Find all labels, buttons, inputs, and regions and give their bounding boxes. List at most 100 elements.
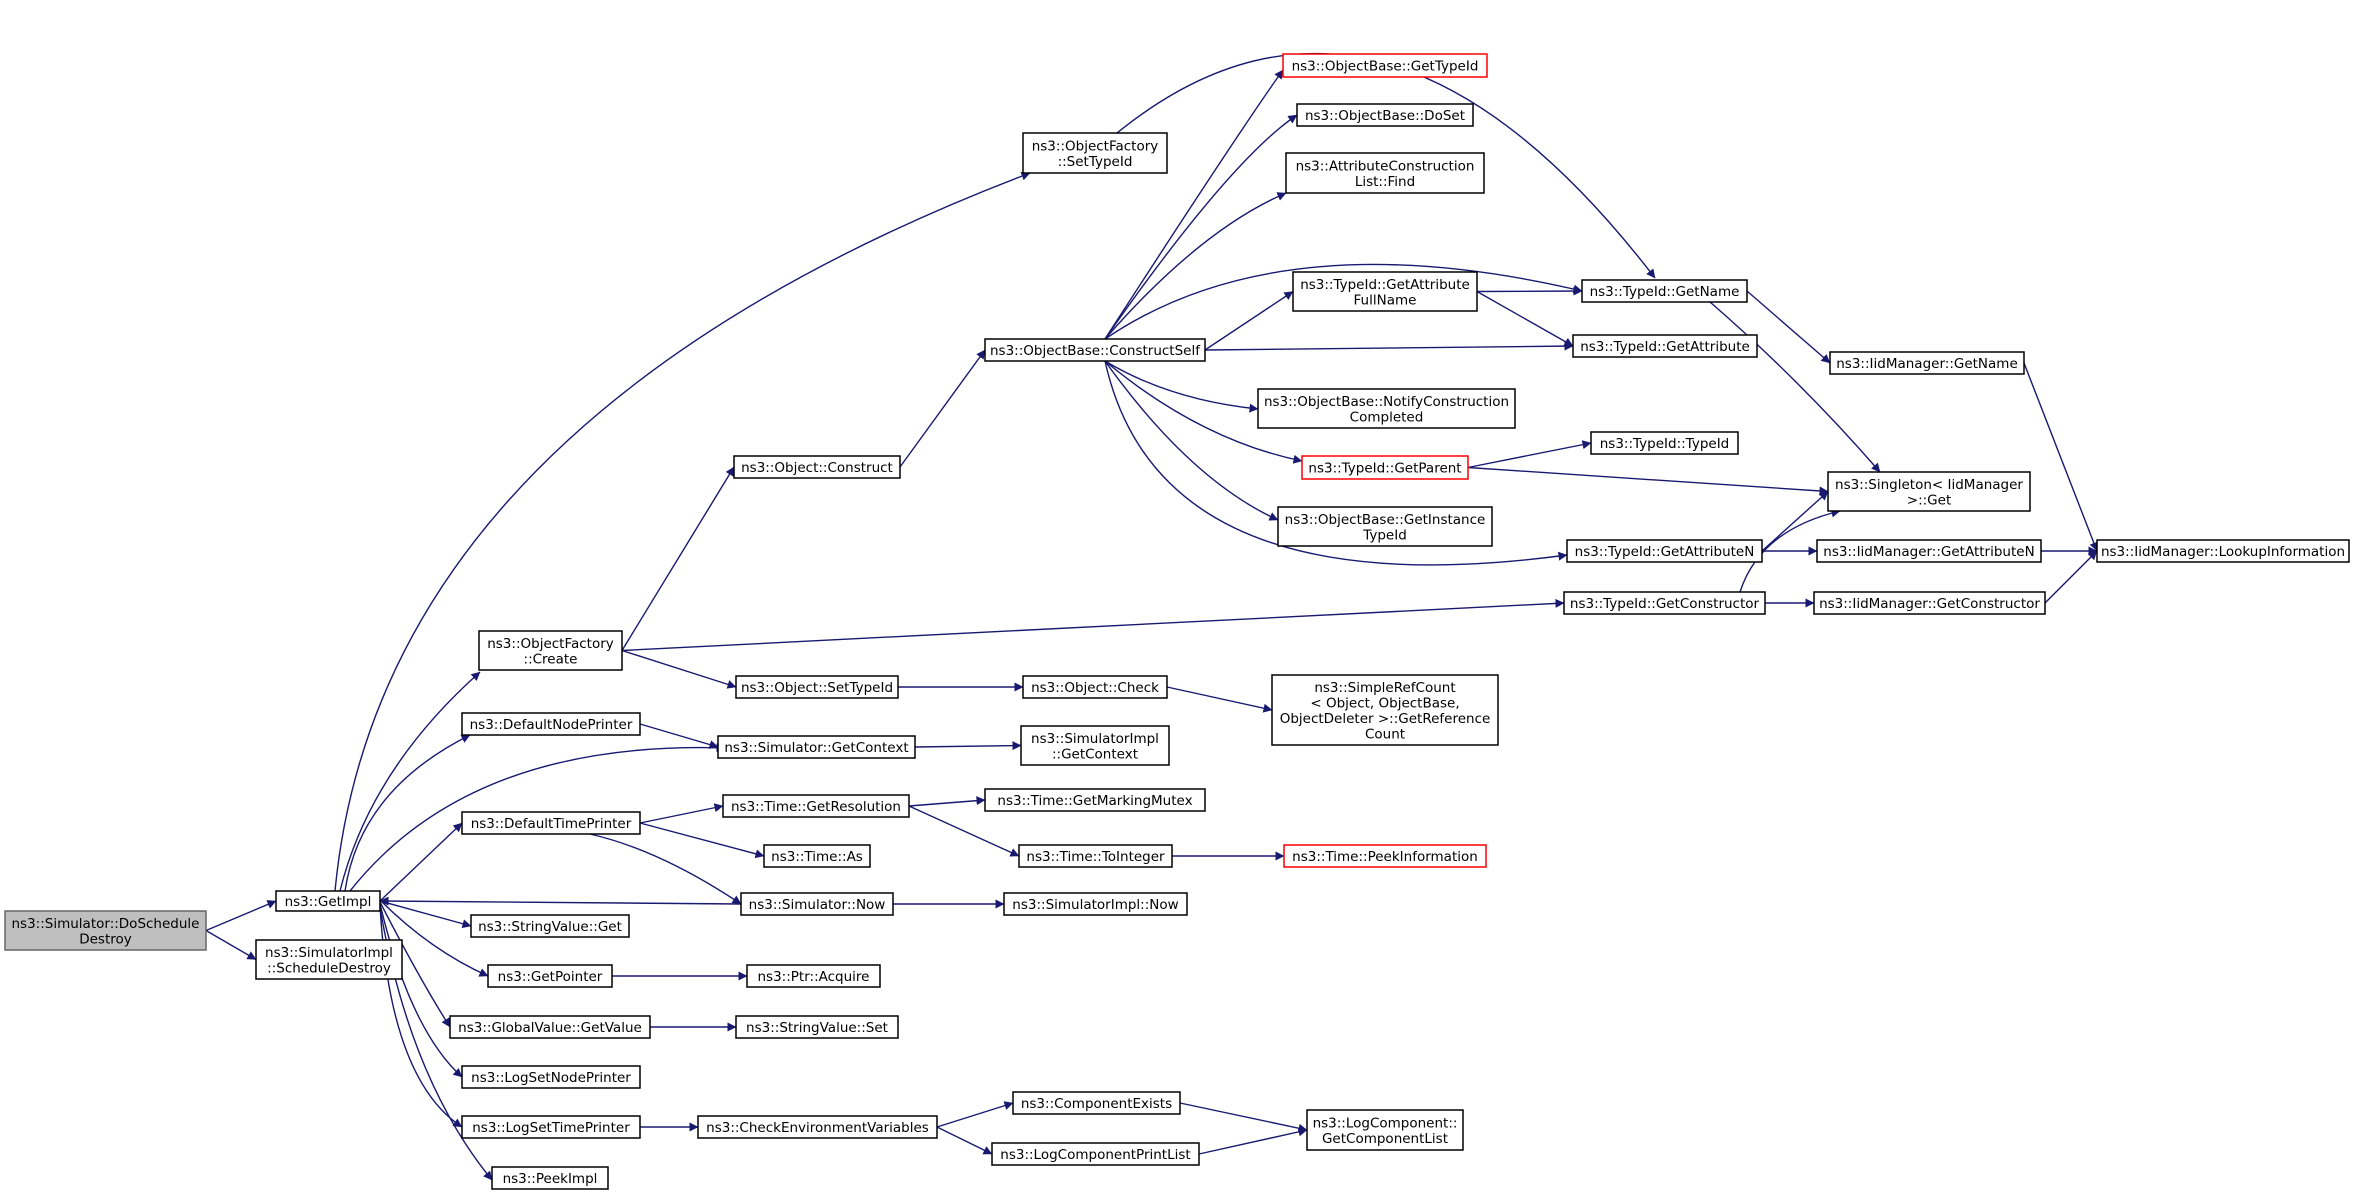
node-box[interactable] — [984, 338, 1206, 362]
node-ptr_acquire[interactable]: ns3::Ptr::Acquire — [746, 964, 881, 988]
node-stringvalue_get[interactable]: ns3::StringValue::Get — [470, 914, 630, 938]
node-simulator_getcontext[interactable]: ns3::Simulator::GetContext — [717, 735, 916, 759]
node-time_tointeger[interactable]: ns3::Time::ToInteger — [1018, 844, 1173, 868]
node-box[interactable] — [461, 1065, 641, 1089]
node-box[interactable] — [1277, 506, 1493, 547]
node-box[interactable] — [740, 892, 894, 916]
node-box[interactable] — [1566, 539, 1763, 563]
node-logsetnodeprinter[interactable]: ns3::LogSetNodePrinter — [461, 1065, 641, 1089]
node-box[interactable] — [1572, 334, 1758, 358]
node-box[interactable] — [735, 1015, 899, 1039]
node-objectbase_doset[interactable]: ns3::ObjectBase::DoSet — [1296, 103, 1474, 127]
node-objfactory_settypeid[interactable]: ns3::ObjectFactory::SetTypeId — [1022, 132, 1168, 174]
node-simimpl_scheddestroy[interactable]: ns3::SimulatorImpl::ScheduleDestroy — [255, 939, 403, 980]
node-box[interactable] — [1292, 271, 1478, 312]
node-object_check[interactable]: ns3::Object::Check — [1022, 675, 1168, 699]
node-box[interactable] — [1012, 1091, 1181, 1115]
node-object_settypeid[interactable]: ns3::Object::SetTypeId — [735, 675, 899, 699]
node-box[interactable] — [470, 914, 630, 938]
node-box[interactable] — [733, 455, 901, 479]
node-getpointer[interactable]: ns3::GetPointer — [487, 964, 613, 988]
node-box[interactable] — [1590, 431, 1739, 455]
node-defaulttimeprinter[interactable]: ns3::DefaultTimePrinter — [461, 811, 641, 835]
node-typeid_getattribute[interactable]: ns3::TypeId::GetAttribute — [1572, 334, 1758, 358]
node-box[interactable] — [2096, 539, 2350, 563]
node-logcomponentprintlist[interactable]: ns3::LogComponentPrintList — [991, 1142, 1200, 1166]
node-box[interactable] — [461, 1115, 641, 1139]
node-objectbase_constructself[interactable]: ns3::ObjectBase::ConstructSelf — [984, 338, 1206, 362]
node-box[interactable] — [1581, 279, 1748, 303]
node-box[interactable] — [461, 712, 641, 736]
node-box[interactable] — [735, 675, 899, 699]
node-object_construct[interactable]: ns3::Object::Construct — [733, 455, 901, 479]
node-box[interactable] — [275, 890, 381, 912]
node-stringvalue_set[interactable]: ns3::StringValue::Set — [735, 1015, 899, 1039]
node-time_as[interactable]: ns3::Time::As — [763, 844, 871, 868]
node-box[interactable] — [722, 794, 910, 818]
node-box[interactable] — [1282, 53, 1488, 78]
node-box[interactable] — [717, 735, 916, 759]
node-simimpl_getcontext[interactable]: ns3::SimulatorImpl::GetContext — [1020, 725, 1170, 766]
node-box[interactable] — [1563, 591, 1766, 615]
node-box[interactable] — [487, 964, 613, 988]
node-iidmanager_getconstructor[interactable]: ns3::IidManager::GetConstructor — [1813, 591, 2046, 615]
node-typeid_getparent[interactable]: ns3::TypeId::GetParent — [1301, 455, 1469, 480]
node-logcomponent_getcomponentlist[interactable]: ns3::LogComponent::GetComponentList — [1306, 1109, 1464, 1151]
node-getimpl[interactable]: ns3::GetImpl — [275, 890, 381, 912]
node-objfactory_create[interactable]: ns3::ObjectFactory::Create — [478, 630, 623, 671]
node-defaultnodeprinter[interactable]: ns3::DefaultNodePrinter — [461, 712, 641, 736]
node-box[interactable] — [449, 1015, 651, 1039]
node-time_peekinformation[interactable]: ns3::Time::PeekInformation — [1283, 844, 1487, 868]
node-box[interactable] — [763, 844, 871, 868]
node-time_getmarkingmutex[interactable]: ns3::Time::GetMarkingMutex — [984, 788, 1206, 812]
node-typeid_getconstructor[interactable]: ns3::TypeId::GetConstructor — [1563, 591, 1766, 615]
node-checkenvvars[interactable]: ns3::CheckEnvironmentVariables — [697, 1115, 938, 1139]
node-globalvalue_getvalue[interactable]: ns3::GlobalValue::GetValue — [449, 1015, 651, 1039]
node-box[interactable] — [1257, 388, 1516, 429]
node-box[interactable] — [1816, 539, 2042, 563]
node-objectbase_gettypeid[interactable]: ns3::ObjectBase::GetTypeId — [1282, 53, 1488, 78]
node-logsettimeprinter[interactable]: ns3::LogSetTimePrinter — [461, 1115, 641, 1139]
node-simulator_now[interactable]: ns3::Simulator::Now — [740, 892, 894, 916]
node-box[interactable] — [478, 630, 623, 671]
node-box[interactable] — [1285, 152, 1485, 194]
node-box[interactable] — [1301, 455, 1469, 480]
node-box[interactable] — [461, 811, 641, 835]
node-typeid_getattributen[interactable]: ns3::TypeId::GetAttributeN — [1566, 539, 1763, 563]
node-box[interactable] — [1022, 132, 1168, 174]
node-box[interactable] — [984, 788, 1206, 812]
node-box[interactable] — [1283, 844, 1487, 868]
node-simplerefcount_getreferencecount[interactable]: ns3::SimpleRefCount< Object, ObjectBase,… — [1271, 674, 1499, 746]
node-typeid_typeid[interactable]: ns3::TypeId::TypeId — [1590, 431, 1739, 455]
node-box[interactable] — [255, 939, 403, 980]
node-iidmanager_getname[interactable]: ns3::IidManager::GetName — [1829, 351, 2025, 375]
node-box[interactable] — [4, 910, 207, 951]
node-box[interactable] — [697, 1115, 938, 1139]
node-box[interactable] — [491, 1166, 609, 1190]
node-box[interactable] — [1827, 471, 2031, 512]
node-iidmanager_lookupinformation[interactable]: ns3::IidManager::LookupInformation — [2096, 539, 2350, 563]
node-box[interactable] — [1829, 351, 2025, 375]
node-box[interactable] — [1003, 892, 1188, 916]
node-box[interactable] — [991, 1142, 1200, 1166]
node-box[interactable] — [1296, 103, 1474, 127]
node-box[interactable] — [1020, 725, 1170, 766]
node-box[interactable] — [1022, 675, 1168, 699]
node-time_getresolution[interactable]: ns3::Time::GetResolution — [722, 794, 910, 818]
node-box[interactable] — [746, 964, 881, 988]
node-typeid_getname[interactable]: ns3::TypeId::GetName — [1581, 279, 1748, 303]
node-box[interactable] — [1271, 674, 1499, 746]
node-objectbase_notifyconstructioncompleted[interactable]: ns3::ObjectBase::NotifyConstructionCompl… — [1257, 388, 1516, 429]
node-box[interactable] — [1018, 844, 1173, 868]
node-componentexists[interactable]: ns3::ComponentExists — [1012, 1091, 1181, 1115]
node-peekimpl[interactable]: ns3::PeekImpl — [491, 1166, 609, 1190]
node-singleton_get[interactable]: ns3::Singleton< IidManager>::Get — [1827, 471, 2031, 512]
node-simimpl_now[interactable]: ns3::SimulatorImpl::Now — [1003, 892, 1188, 916]
node-box[interactable] — [1306, 1109, 1464, 1151]
node-iidmanager_getattributen[interactable]: ns3::IidManager::GetAttributeN — [1816, 539, 2042, 563]
node-box[interactable] — [1813, 591, 2046, 615]
